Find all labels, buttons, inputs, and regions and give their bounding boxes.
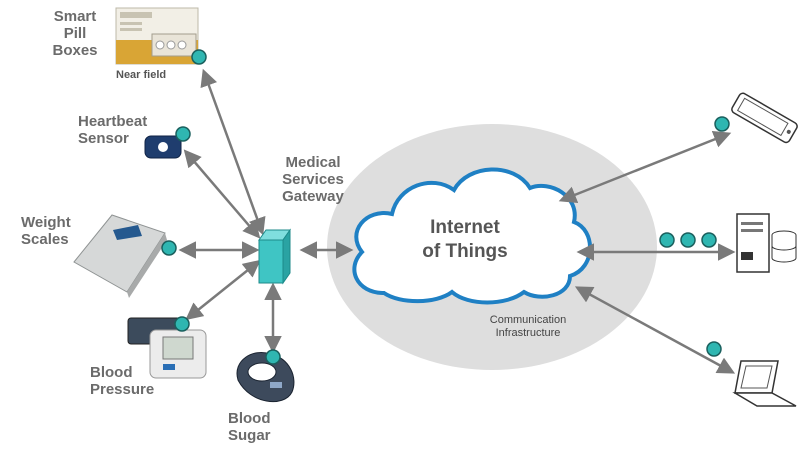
server-icon bbox=[736, 213, 797, 273]
pill-sensor-dot bbox=[191, 49, 207, 65]
heartbeat-label: Heartbeat Sensor bbox=[78, 113, 147, 147]
gateway-box-icon bbox=[258, 228, 291, 285]
pill-boxes-line-2: Pill bbox=[63, 25, 87, 42]
blood-sugar-dot bbox=[265, 349, 281, 365]
blood-pressure-label: Blood Pressure bbox=[90, 364, 154, 398]
near-field-label: Near field bbox=[116, 69, 167, 81]
infrastructure-line-1: Communication bbox=[489, 314, 567, 326]
tablet-icon bbox=[731, 92, 798, 144]
weight-scale-dot bbox=[161, 240, 177, 256]
arrow-tablet bbox=[558, 131, 732, 203]
server-dot-3 bbox=[701, 232, 717, 248]
arrow-bp bbox=[185, 259, 261, 321]
blood-sugar-line-1: Blood bbox=[228, 410, 271, 427]
laptop-dot bbox=[706, 341, 722, 357]
weight-scale-icon bbox=[73, 214, 167, 298]
weight-label: Weight Scales bbox=[21, 214, 71, 248]
blood-pressure-line-1: Blood bbox=[90, 364, 133, 381]
arrow-heartbeat bbox=[183, 149, 261, 239]
weight-line-1: Weight bbox=[21, 214, 71, 231]
glucose-meter-icon bbox=[236, 352, 295, 402]
pill-boxes-label: Smart Pill Boxes bbox=[50, 8, 100, 59]
weight-line-2: Scales bbox=[21, 231, 69, 248]
blood-pressure-monitor-icon bbox=[127, 317, 207, 379]
pill-boxes-line-1: Smart bbox=[53, 8, 97, 25]
cloud-icon bbox=[352, 167, 592, 305]
gateway-line-1: Medical bbox=[285, 154, 341, 171]
laptop-icon bbox=[732, 360, 797, 407]
pill-box-icon bbox=[115, 7, 199, 65]
blood-pressure-dot bbox=[174, 316, 190, 332]
server-dot-2 bbox=[680, 232, 696, 248]
internet-line-1: Internet bbox=[430, 217, 500, 238]
server-dot-1 bbox=[659, 232, 675, 248]
blood-sugar-label: Blood Sugar bbox=[228, 410, 271, 444]
tablet-dot bbox=[714, 116, 730, 132]
pill-boxes-line-3: Boxes bbox=[52, 42, 98, 59]
infrastructure-line-2: Infrastructure bbox=[495, 327, 561, 339]
infrastructure-label: Communication Infrastructure bbox=[480, 314, 576, 340]
heartbeat-sensor-icon bbox=[144, 135, 182, 159]
heartbeat-sensor-dot bbox=[175, 126, 191, 142]
heartbeat-line-1: Heartbeat bbox=[78, 113, 148, 130]
gateway-line-3: Gateway bbox=[282, 188, 344, 205]
gateway-line-2: Services bbox=[282, 171, 344, 188]
blood-pressure-line-2: Pressure bbox=[90, 381, 155, 398]
blood-sugar-line-2: Sugar bbox=[228, 427, 271, 444]
arrow-laptop bbox=[574, 286, 736, 374]
internet-of-things-label: Internet of Things bbox=[400, 216, 530, 264]
internet-line-2: of Things bbox=[422, 241, 508, 262]
heartbeat-line-2: Sensor bbox=[78, 130, 129, 147]
gateway-label: Medical Services Gateway bbox=[277, 154, 349, 205]
